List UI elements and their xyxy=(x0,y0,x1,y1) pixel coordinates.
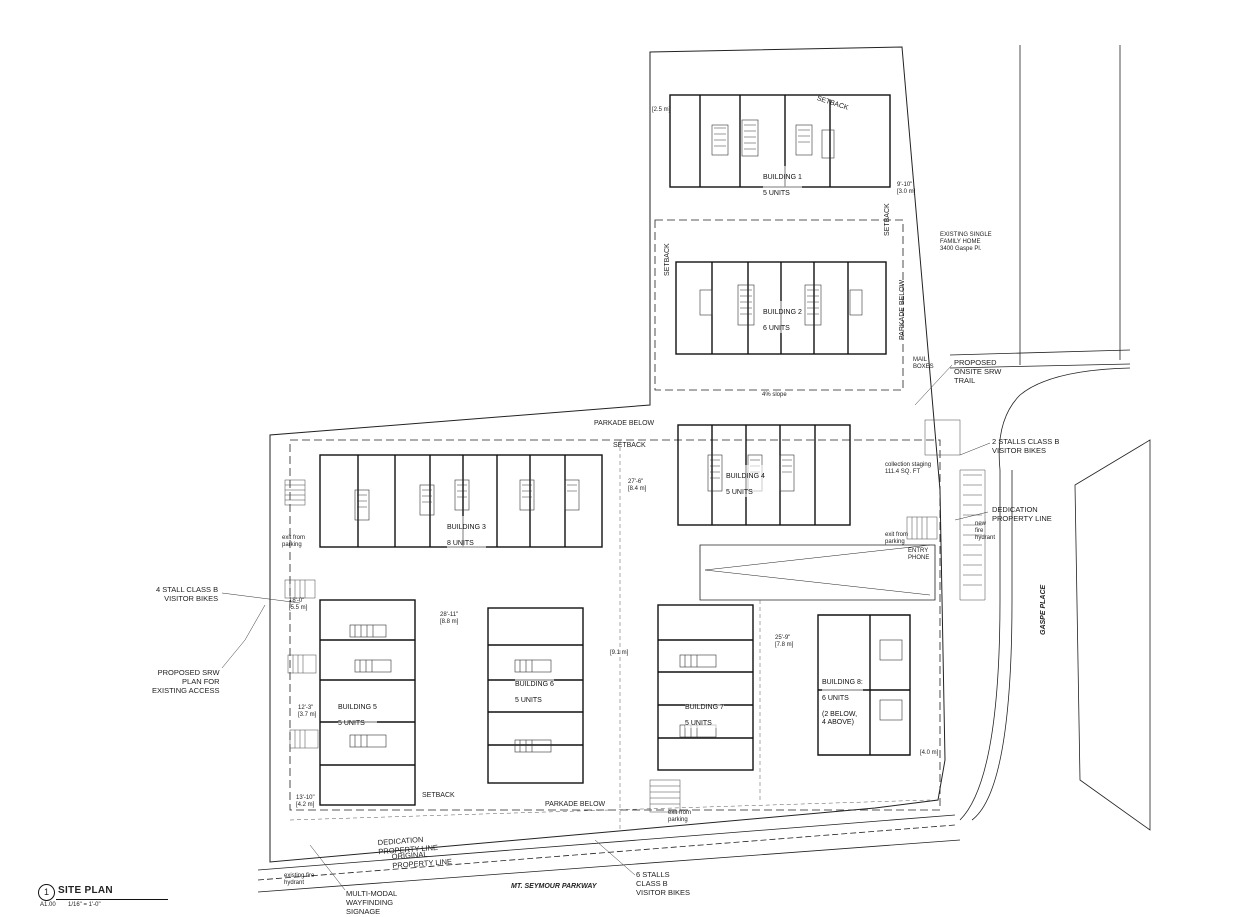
building-4-units: 5 UNITS xyxy=(726,489,753,496)
existing-home-callout: EXISTING SINGLE FAMILY HOME 3400 Gaspe P… xyxy=(940,232,992,252)
bikes-2-callout: 2 STALLS CLASS B VISITOR BIKES xyxy=(992,437,1060,455)
building-7-units: 5 UNITS xyxy=(685,720,712,727)
building-8-extra: (2 BELOW, 4 ABOVE) xyxy=(822,711,858,726)
gaspe-road-3 xyxy=(1074,439,1151,831)
mail-boxes-callout: MAIL BOXES xyxy=(913,357,934,370)
building-7-footprint xyxy=(657,604,754,771)
bikes-6-callout: 6 STALLS CLASS B VISITOR BIKES xyxy=(636,870,691,897)
sheet-title: SITE PLAN xyxy=(58,885,113,896)
setback-label-b2: SETBACK xyxy=(664,243,671,276)
building-5-footprint xyxy=(319,599,416,806)
dimension-label: [4.0 m] xyxy=(920,750,939,756)
building-7-name: BUILDING 7 xyxy=(685,704,724,711)
setback-label-right: SETBACK xyxy=(884,203,891,236)
building-2-label: BUILDING 2 6 UNITS xyxy=(763,301,802,333)
building-3-units: 8 UNITS xyxy=(447,540,474,547)
parkade-below-label-right: PARKADE BELOW xyxy=(899,279,906,340)
title-block: 1 SITE PLAN A1.00 1/16" = 1'-0" xyxy=(38,884,198,914)
exit-left-callout: exit from parking xyxy=(282,535,306,548)
parkade-below-label-top: PARKADE BELOW xyxy=(594,420,655,427)
gaspe-road-2 xyxy=(949,363,1131,369)
setback-label-b3: SETBACK xyxy=(613,442,646,449)
road-edge-2 xyxy=(257,824,956,881)
driveway xyxy=(699,544,936,601)
parkade-inner xyxy=(654,219,904,391)
dimension-label: 27'-6" [8.4 m] xyxy=(628,479,647,492)
collection-callout: collection staging 111.4 SQ. FT xyxy=(885,462,932,475)
wayfinding-callout: MULTI-MODAL WAYFINDING SIGNAGE xyxy=(346,889,398,916)
road-edge-1 xyxy=(257,814,956,871)
building-2-units: 6 UNITS xyxy=(763,325,790,332)
dimension-label: 18'-0" [5.5 m] xyxy=(289,598,308,611)
building-8-label: BUILDING 8: 6 UNITS (2 BELOW, 4 ABOVE) xyxy=(822,671,863,727)
entry-phone-callout: ENTRY PHONE xyxy=(908,548,930,561)
building-7-label: BUILDING 7 5 UNITS xyxy=(685,696,724,728)
dimension-label: [9.1 m] xyxy=(610,650,629,656)
sheet-ref: A1.00 xyxy=(40,902,56,908)
srw-plan-callout: PROPOSED SRW PLAN FOR EXISTING ACCESS xyxy=(152,668,220,695)
building-4-name: BUILDING 4 xyxy=(726,473,765,480)
building-2-name: BUILDING 2 xyxy=(763,309,802,316)
building-3-label: BUILDING 3 8 UNITS xyxy=(447,516,486,548)
title-underline xyxy=(56,899,168,900)
building-6-name: BUILDING 6 xyxy=(515,681,554,688)
mt-seymour-parkway-label: MT. SEYMOUR PARKWAY xyxy=(511,883,597,890)
parkade-below-label-bottom: PARKADE BELOW xyxy=(545,801,606,808)
dimension-label: 28'-11" [8.8 m] xyxy=(440,612,459,625)
building-5-name: BUILDING 5 xyxy=(338,704,377,711)
dimension-label: [2.5 m] xyxy=(652,107,671,113)
road-edge-3 xyxy=(257,839,961,893)
gaspe-road-1 xyxy=(949,349,1131,356)
building-3-name: BUILDING 3 xyxy=(447,524,486,531)
gaspe-curb xyxy=(959,367,1131,821)
gaspe-place-label: GASPE PLACE xyxy=(1040,584,1047,635)
building-8-name: BUILDING 8: xyxy=(822,679,863,686)
new-hydrant-callout: new fire hydrant xyxy=(975,521,996,541)
srw-trail-callout: PROPOSED ONSITE SRW TRAIL xyxy=(954,358,1002,385)
building-8-units: 6 UNITS xyxy=(822,695,849,702)
existing-hydrant-callout: existing fire hydrant xyxy=(284,873,315,886)
building-4-label: BUILDING 4 5 UNITS xyxy=(726,465,765,497)
bikes-4-callout: 4 STALL CLASS B VISITOR BIKES xyxy=(156,585,219,603)
dimension-label: 9'-10" [3.0 m] xyxy=(897,182,916,195)
building-5-units: 5 UNITS xyxy=(338,720,365,727)
building-6-units: 5 UNITS xyxy=(515,697,542,704)
building-1-units: 5 UNITS xyxy=(763,190,790,197)
scale-note: 1/16" = 1'-0" xyxy=(68,902,101,908)
setback-label-bottom: SETBACK xyxy=(422,792,455,799)
building-5-label: BUILDING 5 5 UNITS xyxy=(338,696,377,728)
view-number: 1 xyxy=(38,884,55,901)
building-1-label: BUILDING 1 5 UNITS xyxy=(763,166,802,198)
exit-right-callout: exit from parking xyxy=(885,532,909,545)
dimension-label: 25'-9" [7.8 m] xyxy=(775,635,794,648)
dimension-label: 12'-3" [3.7 m] xyxy=(298,705,317,718)
building-1-name: BUILDING 1 xyxy=(763,174,802,181)
exit-bottom-callout: exit from parking xyxy=(668,810,692,823)
dimension-label: 13'-10" [4.2 m] xyxy=(296,795,315,808)
slope-label: 4% slope xyxy=(762,392,787,398)
property-line xyxy=(269,46,946,863)
building-6-label: BUILDING 6 5 UNITS xyxy=(515,673,554,705)
gaspe-curb-2 xyxy=(971,470,1013,821)
dedication-right-callout: DEDICATION PROPERTY LINE xyxy=(992,505,1052,523)
